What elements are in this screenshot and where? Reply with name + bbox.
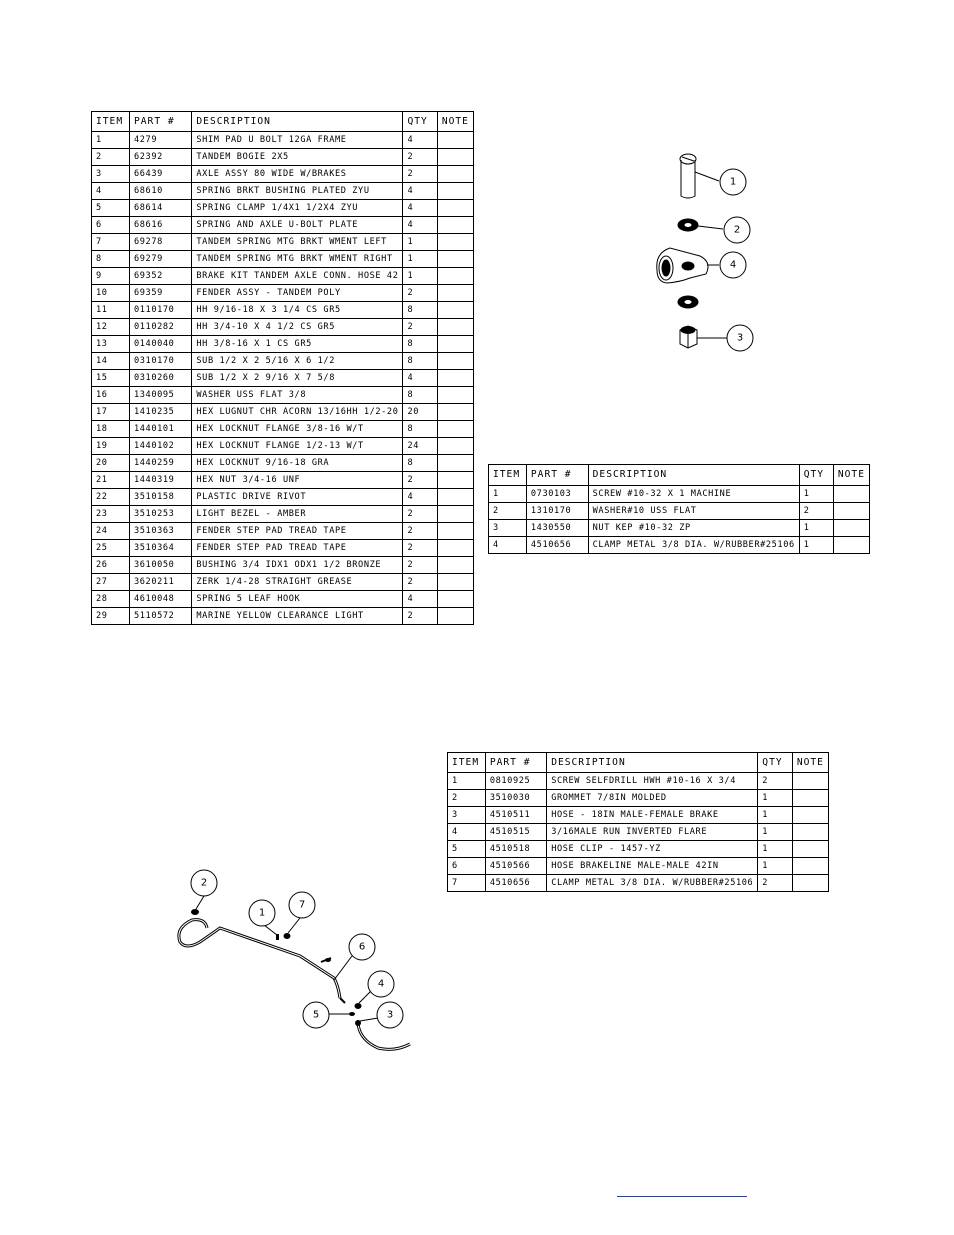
cell-note (791, 874, 830, 892)
callout-6: 6 (359, 942, 365, 953)
cell-part-number: 5110572 (128, 607, 193, 625)
callout-5: 5 (313, 1010, 319, 1021)
cell-qty: 2 (757, 874, 793, 892)
clamp-drawing (656, 247, 709, 284)
cell-qty: 8 (402, 454, 438, 472)
cell-part-number: 4510656 (484, 874, 548, 892)
footer-link[interactable] (617, 1184, 747, 1197)
callout-2: 2 (734, 225, 740, 236)
cell-description: CLAMP METAL 3/8 DIA. W/RUBBER#25106 (546, 874, 759, 892)
nut-drawing (679, 325, 698, 349)
callout-3: 3 (737, 333, 743, 344)
callout-4: 4 (378, 979, 384, 990)
cell-qty: 2 (402, 522, 438, 540)
cell-qty: 8 (402, 420, 438, 438)
header-note: NOTE (436, 111, 475, 132)
cell-item: 7 (447, 874, 486, 892)
cell-part-number: 3510158 (128, 488, 193, 506)
callout-7: 7 (299, 900, 305, 911)
callout-2: 2 (201, 878, 207, 889)
brake-line-diagram: 2 1 7 6 4 5 3 (177, 869, 411, 1051)
cell-qty: 2 (402, 607, 438, 625)
cell-item: 4 (488, 536, 527, 554)
cell-note (832, 536, 871, 554)
cell-description: MARINE YELLOW CLEARANCE LIGHT (191, 607, 404, 625)
callout-1: 1 (259, 908, 265, 919)
screw-drawing (679, 153, 697, 199)
cell-qty: 1 (798, 536, 834, 554)
washer-bottom-drawing (677, 295, 699, 309)
washer-top-drawing (677, 218, 699, 232)
callout-1: 1 (730, 177, 736, 188)
callout-3: 3 (387, 1010, 393, 1021)
cell-note (436, 607, 475, 625)
callout-4: 4 (730, 260, 736, 271)
